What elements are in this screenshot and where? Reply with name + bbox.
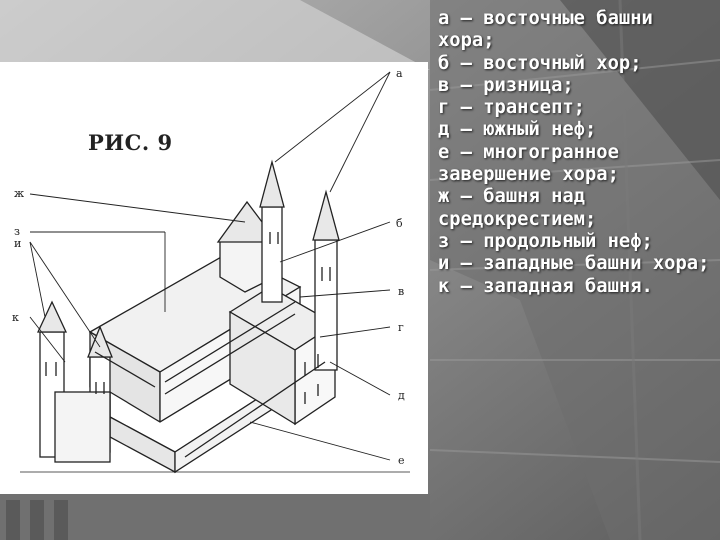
- legend-item-a: а — восточные башни хора;: [438, 8, 653, 52]
- legend-item-e: е — многогранное завершение хора;: [438, 141, 619, 186]
- legend-item-g: г — трансепт;: [438, 97, 585, 119]
- callout-zh: ж: [14, 187, 25, 200]
- legend-item-i: и — западные башни хора;: [438, 253, 710, 275]
- legend-item-b: б — восточный хор;: [438, 52, 642, 74]
- callout-d: д: [398, 389, 405, 402]
- callout-e: е: [398, 454, 405, 467]
- figure-title: РИС. 9: [88, 130, 173, 155]
- legend-item-k: к — западная башня.: [438, 275, 653, 297]
- callout-i: и: [14, 237, 22, 250]
- legend-item-zh: ж — башня над средокрестием;: [438, 186, 597, 230]
- callout-k: к: [12, 311, 19, 324]
- legend-item-v: в — ризница;: [438, 74, 574, 96]
- callout-a: а: [396, 67, 403, 80]
- cathedral-figure: РИС. 9 а б в г д е ж з и к: [0, 62, 428, 494]
- legend-item-z: з — продольный неф;: [438, 230, 653, 252]
- legend-item-d: д — южный неф;: [438, 119, 597, 141]
- callout-z: з: [14, 225, 20, 238]
- legend-list: а — восточные башни хора; б — восточный …: [438, 8, 716, 298]
- callout-g: г: [398, 321, 404, 334]
- cathedral-drawing: [20, 71, 410, 474]
- callout-v: в: [398, 285, 405, 298]
- callout-b: б: [396, 217, 403, 230]
